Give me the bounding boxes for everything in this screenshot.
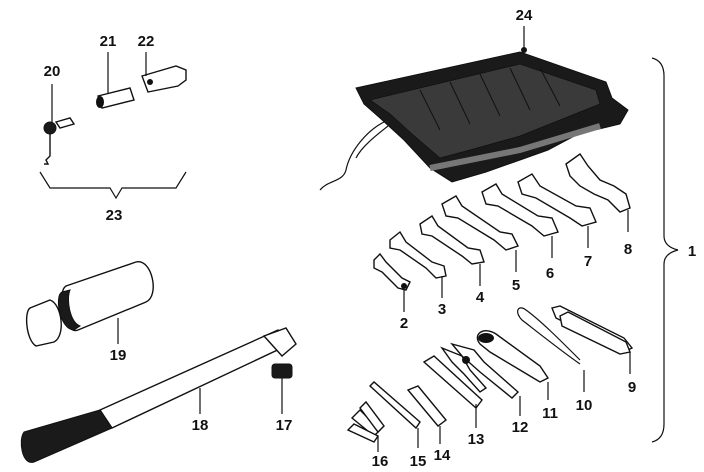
canister-drawing (25, 261, 154, 347)
callout-7: 7 (584, 253, 592, 270)
callout-23: 23 (106, 207, 123, 224)
callout-14: 14 (434, 447, 451, 464)
box-spanner-drawing (406, 355, 483, 427)
tommy-bar-drawing (368, 381, 421, 430)
strap-drawing (517, 307, 581, 365)
lock-cylinder-drawing (96, 87, 135, 109)
callout-16: 16 (372, 453, 389, 470)
wrench-8-drawing (565, 153, 631, 213)
callout-6: 6 (546, 265, 554, 282)
tool-roll-drawing (319, 51, 629, 191)
wrench-6-drawing (481, 183, 559, 237)
leader-lines (51, 52, 631, 452)
callout-15: 15 (410, 453, 427, 470)
callout-22: 22 (138, 33, 155, 50)
spark-spanner-drawing (476, 330, 550, 383)
tire-levers-drawing (551, 305, 634, 355)
callout-3: 3 (438, 301, 446, 318)
callout-10: 10 (576, 397, 593, 414)
callout-12: 12 (512, 419, 529, 436)
callout-17: 17 (276, 417, 293, 434)
callout-2: 2 (400, 315, 408, 332)
wheel-brace-drawing (20, 327, 297, 463)
callout-19: 19 (110, 347, 127, 364)
callout-11: 11 (542, 405, 558, 422)
bracket-23 (39, 171, 187, 200)
wrench-5-drawing (441, 195, 519, 251)
wrench-3-drawing (389, 230, 447, 279)
pliers-drawing (440, 342, 520, 399)
callout-8: 8 (624, 241, 632, 258)
wrench-4-drawing (419, 215, 485, 265)
callout-1: 1 (688, 243, 696, 260)
callout-20: 20 (44, 63, 61, 80)
callout-9: 9 (628, 379, 636, 396)
callout-18: 18 (192, 417, 209, 434)
hex-keys-drawing (346, 400, 385, 443)
callout-5: 5 (512, 277, 520, 294)
callout-13: 13 (468, 431, 485, 448)
callout-24: 24 (516, 7, 533, 24)
lock-key-drawing (141, 65, 187, 93)
wrench-2-drawing (373, 252, 411, 291)
keys-drawing (43, 117, 76, 165)
callout-4: 4 (476, 289, 485, 306)
wrench-7-drawing (517, 173, 597, 227)
bracket-1 (651, 57, 679, 443)
callout-21: 21 (100, 33, 117, 50)
